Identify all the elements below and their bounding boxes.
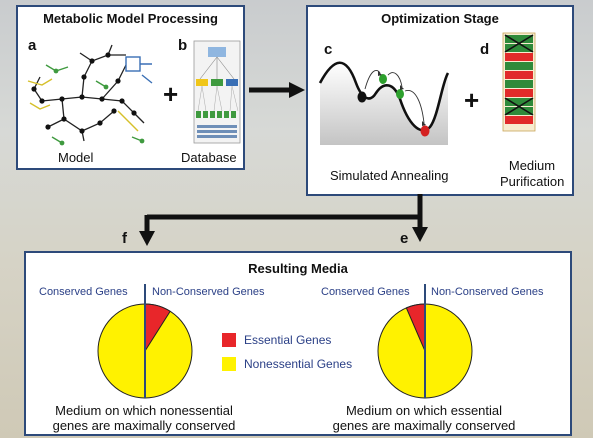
nonessential-genes-legend-label: Nonessential Genes [244,357,353,371]
label-e: e [400,230,409,247]
left-caption-line1: Medium on which nonessential [55,403,233,418]
medium-purification-strip [502,32,536,132]
essential-genes-legend-label: Essential Genes [244,333,332,347]
simulated-annealing-label: Simulated Annealing [330,168,449,183]
panel-title: Metabolic Model Processing [43,11,218,26]
resulting-media-panel: Resulting Media Conserved Genes Non-Cons… [24,251,572,436]
left-caption: Medium on which nonessential genes are m… [34,403,254,433]
right-caption-line2: genes are maximally conserved [332,418,516,433]
optimization-stage-panel: Optimization Stage c d + [306,5,574,196]
left-caption-line2: genes are maximally conserved [52,418,236,433]
metabolic-model-processing-panel: Metabolic Model Processing a b [16,5,245,170]
right-caption: Medium on which essential genes are maxi… [314,403,534,433]
medium-purification-line1: Medium [508,158,556,173]
metabolic-network-image [27,44,153,146]
label-b: b [178,37,188,54]
label-c: c [324,41,333,58]
plus-icon: + [464,85,480,115]
panel-title: Optimization Stage [381,11,499,26]
label-f: f [122,230,127,247]
arrow-right-icon [249,82,305,98]
arrow-down-icon [139,231,155,246]
conserved-genes-header: Conserved Genes [321,286,410,298]
branch-arrows [139,194,428,246]
non-conserved-genes-header: Non-Conserved Genes [152,286,265,298]
nonessential-genes-swatch [222,357,236,371]
pie-chart-nonessential-conserved [97,284,193,399]
conserved-genes-header: Conserved Genes [39,286,128,298]
panel-title: Resulting Media [248,261,348,276]
label-a: a [28,37,37,54]
right-caption-line1: Medium on which essential [345,403,503,418]
energy-landscape-image [318,61,450,145]
arrow-down-icon [412,227,428,242]
medium-purification-label: Medium Purification [500,158,564,190]
non-conserved-genes-header: Non-Conserved Genes [431,286,544,298]
model-label: Model [58,150,94,165]
label-d: d [480,41,490,58]
database-label: Database [181,150,237,165]
plus-icon: + [163,79,179,109]
medium-purification-line2: Purification [500,174,565,189]
pie-chart-essential-conserved [377,284,473,399]
essential-genes-swatch [222,333,236,347]
database-image [193,40,241,144]
